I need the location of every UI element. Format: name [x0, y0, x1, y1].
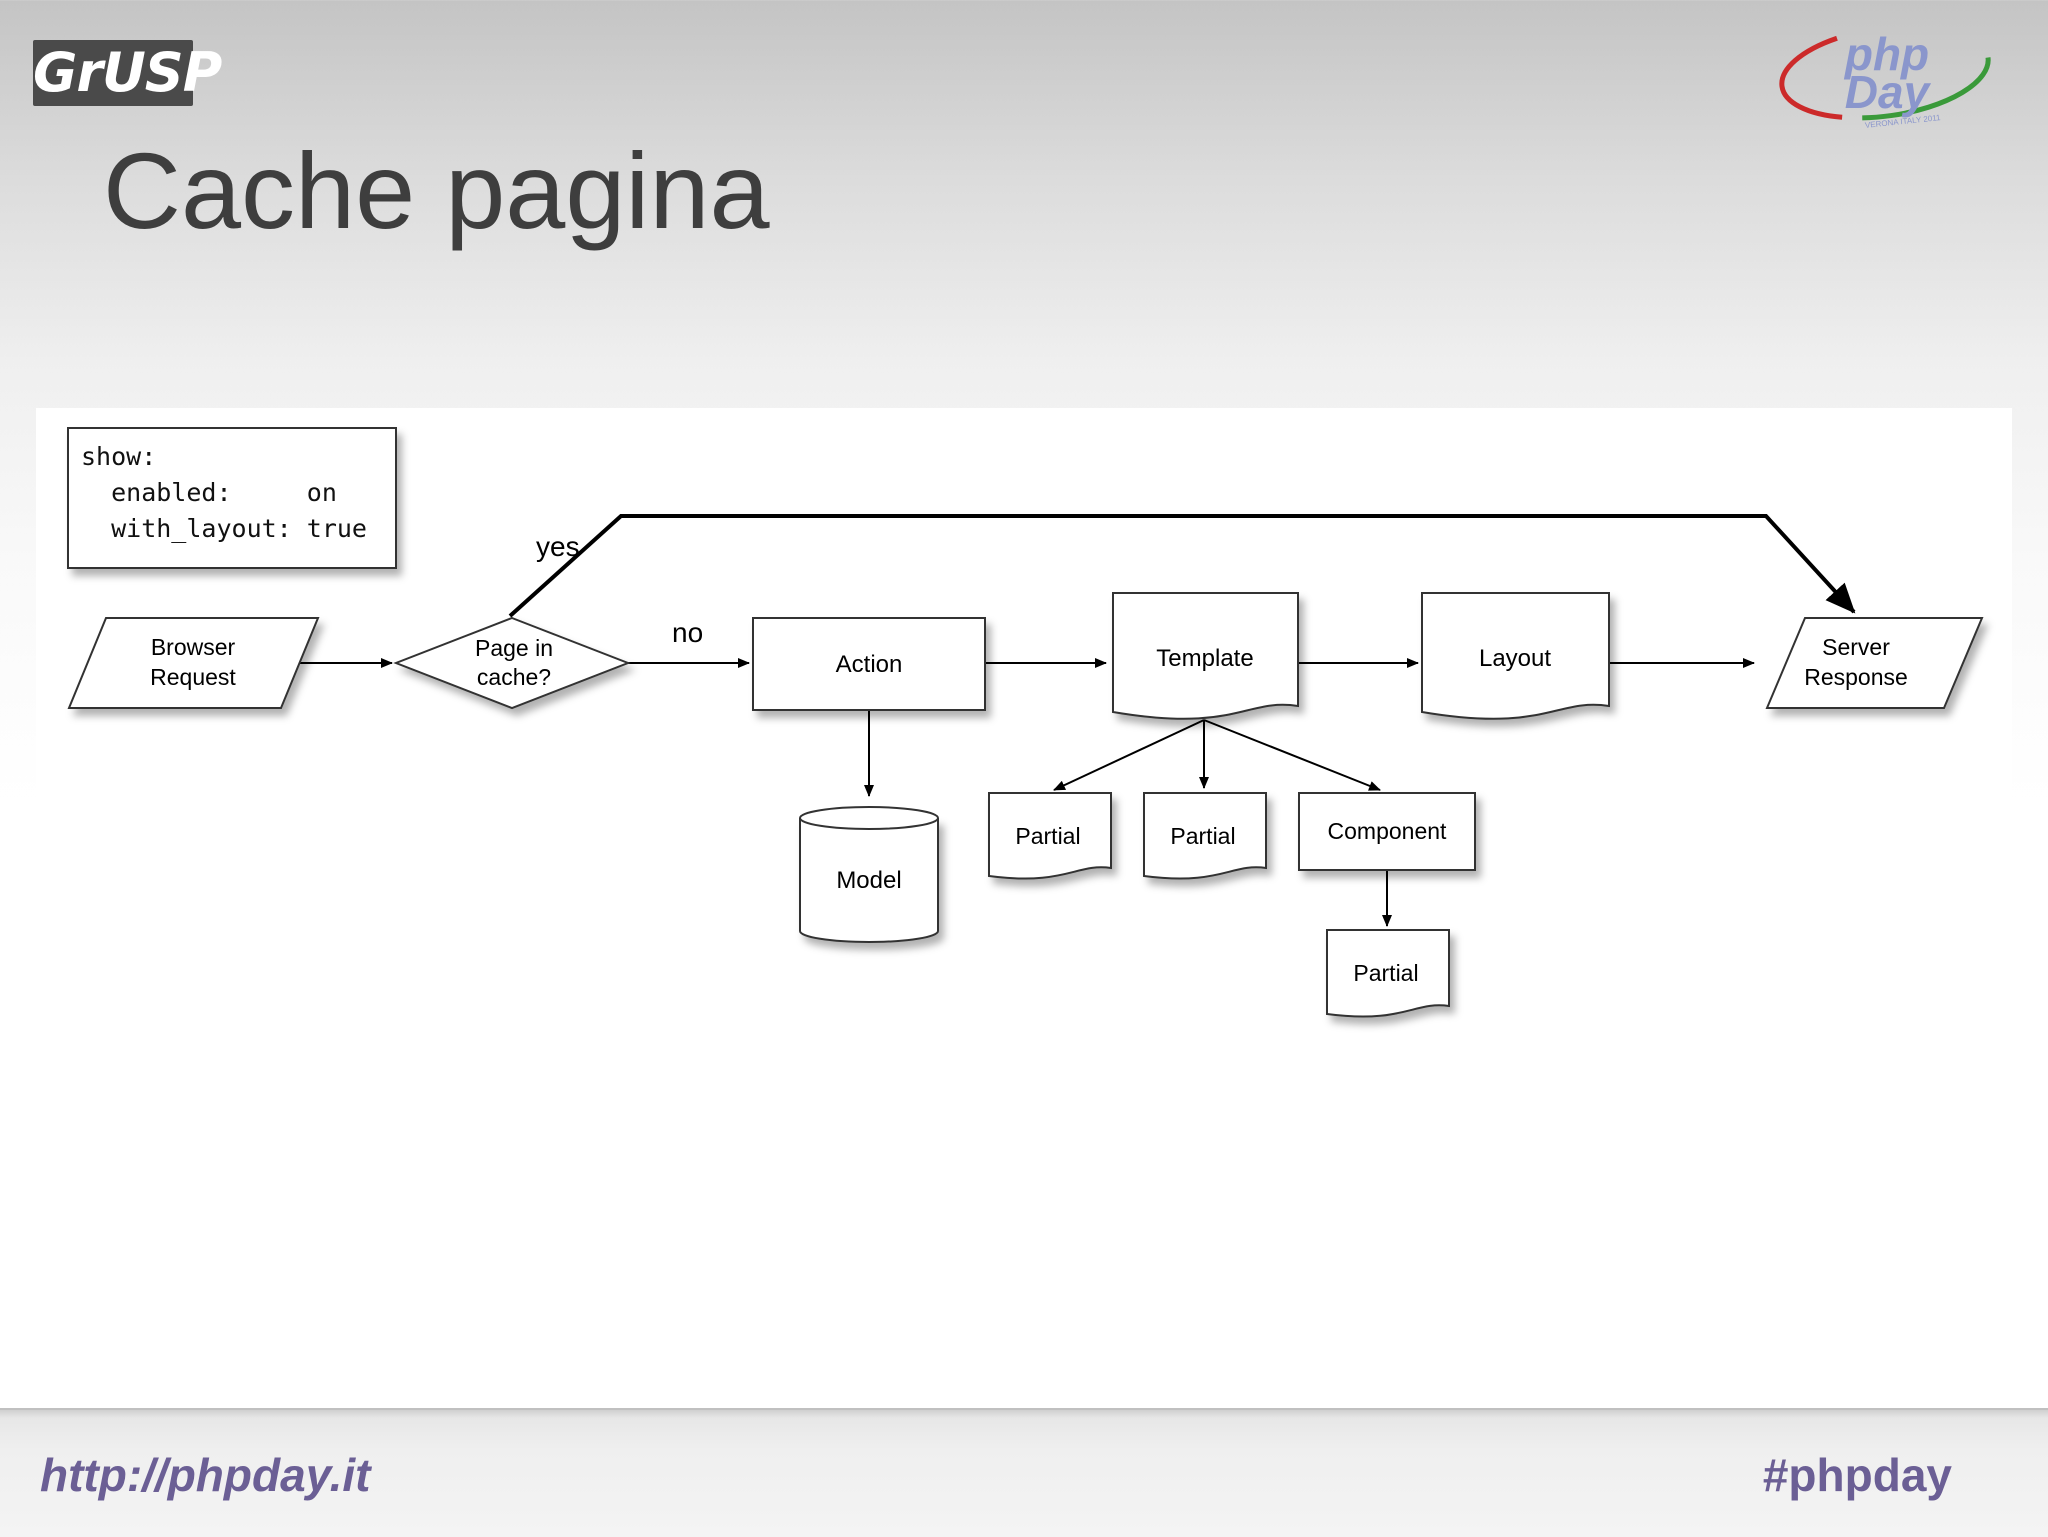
footer-link[interactable]: http://phpday.it [40, 1449, 371, 1501]
decision-line1: Page in [475, 635, 553, 661]
yes-label: yes [536, 531, 580, 562]
page-title: Cache pagina [103, 130, 770, 251]
arrow-template-to-partial-1 [1053, 719, 1205, 791]
server-response-line1: Server [1822, 634, 1890, 660]
cache-decision-node: Page in cache? [393, 616, 631, 710]
template-node: Template [1112, 592, 1299, 720]
phpday-logo-day: Day [1845, 66, 1932, 118]
arrow-cache-hit-to-response [508, 514, 1856, 618]
component-label: Component [1328, 818, 1448, 844]
template-label: Template [1156, 645, 1253, 672]
action-label: Action [836, 651, 903, 678]
connectors [294, 514, 1856, 927]
model-label: Model [836, 867, 901, 894]
layout-label: Layout [1479, 645, 1551, 672]
partial-3-label: Partial [1353, 960, 1418, 986]
browser-request-line2: Request [150, 664, 236, 690]
flowchart: show: enabled: on with_layout: true Brow… [67, 427, 1984, 1018]
layout-node: Layout [1421, 592, 1610, 720]
partial-node-2: Partial [1143, 792, 1267, 880]
partial-node-1: Partial [988, 792, 1112, 880]
flowchart-panel: show: enabled: on with_layout: true Brow… [36, 408, 2012, 1068]
decision-line2: cache? [477, 664, 551, 690]
model-node: Model [799, 806, 939, 943]
partial-1-label: Partial [1015, 823, 1080, 849]
config-line-with-layout: with_layout: true [81, 514, 367, 543]
grusp-logo: GrUSP [33, 40, 222, 106]
server-response-line2: Response [1804, 664, 1908, 690]
server-response-node: Server Response [1765, 617, 1984, 709]
config-box: show: enabled: on with_layout: true [67, 427, 397, 569]
browser-request-line1: Browser [151, 634, 236, 660]
footer-bar [0, 1408, 2048, 1537]
arrow-template-to-component [1203, 719, 1381, 791]
component-node: Component [1298, 792, 1476, 871]
config-line-show: show: [81, 442, 156, 471]
partial-2-label: Partial [1170, 823, 1235, 849]
partial-node-3: Partial [1326, 929, 1450, 1018]
action-node: Action [752, 617, 986, 711]
browser-request-node: Browser Request [67, 617, 320, 709]
footer-hashtag: #phpday [1762, 1449, 1952, 1501]
no-label: no [672, 617, 703, 648]
phpday-logo: php Day VERONA ITALY 2011 [1779, 23, 1991, 130]
config-line-enabled: enabled: on [81, 478, 337, 507]
phpday-logo-php: php [1843, 28, 1929, 80]
